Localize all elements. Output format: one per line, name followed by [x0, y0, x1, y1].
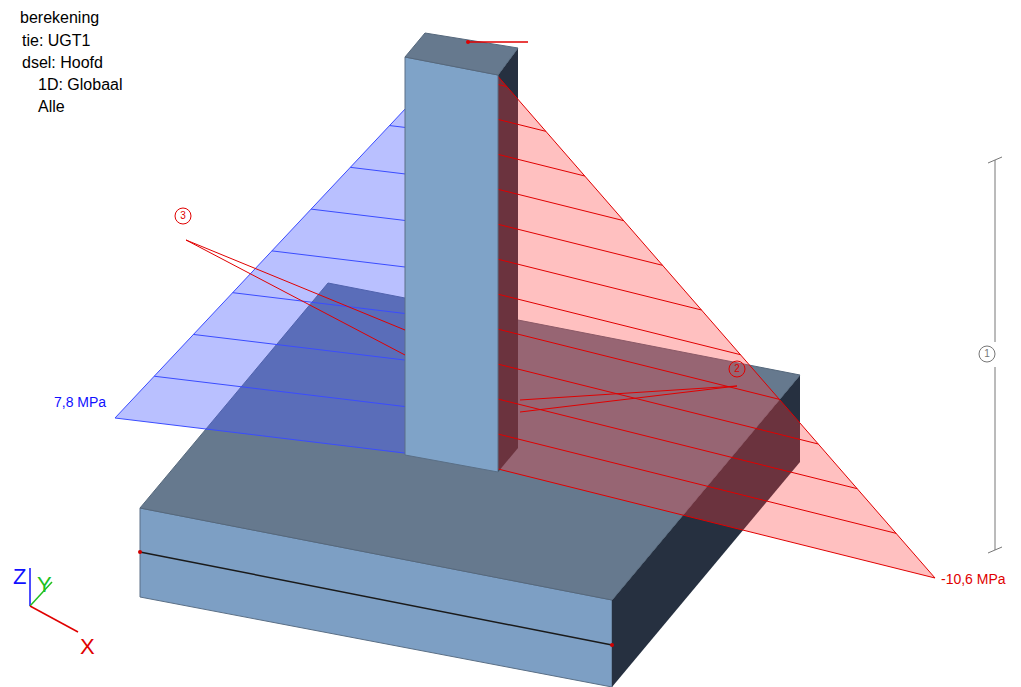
- legend-text: tie: UGT1: [22, 33, 90, 49]
- hatch-line: [464, 356, 819, 445]
- axis-label: Y: [37, 574, 52, 596]
- callout-number: 3: [180, 211, 186, 221]
- hatch-line: [465, 286, 741, 355]
- dimension-line: [995, 160, 996, 342]
- legend-text: dsel: Hoofd: [22, 55, 103, 71]
- legend-text: berekening: [20, 10, 99, 26]
- dimension-line: [995, 367, 996, 550]
- dimension-tick: [988, 157, 1002, 163]
- stress-hatch: [463, 77, 897, 533]
- leader-line: [186, 240, 405, 330]
- stress-top-line: [468, 41, 528, 43]
- axis-label: Z: [13, 566, 26, 588]
- hatch-line: [464, 321, 779, 400]
- column-front-face: [405, 57, 498, 472]
- leader-line: [520, 386, 737, 400]
- callout-circle: [729, 361, 745, 377]
- hatch-line: [463, 390, 857, 488]
- member-axis: [140, 552, 612, 645]
- callout-circle: [175, 208, 191, 224]
- column-top-face: [405, 33, 518, 75]
- callout-circle: [979, 346, 995, 362]
- callout-number: 2: [734, 364, 740, 374]
- hatch-line: [463, 425, 897, 533]
- axis-z: [29, 568, 31, 606]
- hatch-line: [465, 251, 702, 310]
- axis-label: X: [80, 636, 95, 658]
- stress-diagram-negative: [462, 42, 935, 578]
- leader-line: [186, 240, 405, 355]
- callout-number: 1: [984, 349, 990, 359]
- axis-node: [466, 40, 470, 44]
- axis-x: [30, 606, 78, 632]
- leader-line: [520, 386, 737, 412]
- axis-node: [138, 550, 142, 554]
- legend-text: 1D: Globaal: [38, 77, 123, 93]
- stress-value: 7,8 MPa: [54, 395, 106, 409]
- dimension-tick: [988, 547, 1002, 553]
- stress-value: -10,6 MPa: [941, 572, 1006, 586]
- axis-node: [610, 643, 614, 647]
- legend-text: Alle: [38, 99, 65, 115]
